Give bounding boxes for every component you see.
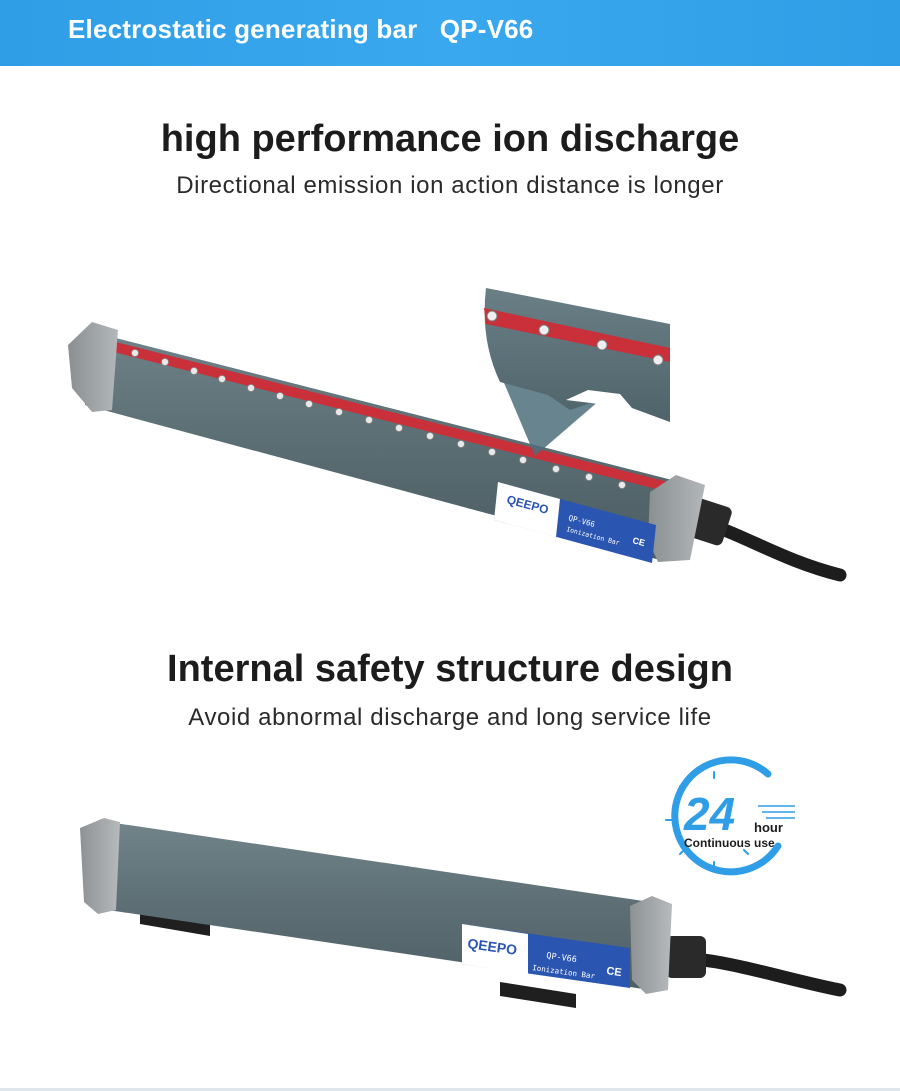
section-1-subtitle: Directional emission ion action distance… xyxy=(176,172,724,199)
badge-ring-icon xyxy=(671,756,782,876)
continuous-use-badge: 24 hour Continuous use xyxy=(665,756,795,876)
header-title: Electrostatic generating bar QP-V66 xyxy=(68,14,534,44)
section-2-title: Internal safety structure design xyxy=(167,648,733,690)
bottom-divider xyxy=(0,1088,900,1091)
badge-number: 24 xyxy=(683,788,735,840)
badge-caption: Continuous use xyxy=(684,836,775,850)
label-cert-text: CE xyxy=(631,535,646,548)
label-brand-text-2: QEEPO xyxy=(467,935,519,958)
ionization-bar-image-side: QEEPO QP-V66 Ionization Bar CE xyxy=(80,818,847,1008)
badge-unit: hour xyxy=(754,820,783,835)
ionization-bar-image-angled: QEEPO QP-V66 Ionization Bar CE xyxy=(68,288,847,582)
section-1-title: high performance ion discharge xyxy=(160,118,740,160)
header-bar: Electrostatic generating bar QP-V66 xyxy=(0,0,900,66)
label-model-text-2: QP-V66 xyxy=(546,951,578,965)
label-cert-text-2: CE xyxy=(606,965,623,979)
section-2-subtitle: Avoid abnormal discharge and long servic… xyxy=(188,704,712,731)
